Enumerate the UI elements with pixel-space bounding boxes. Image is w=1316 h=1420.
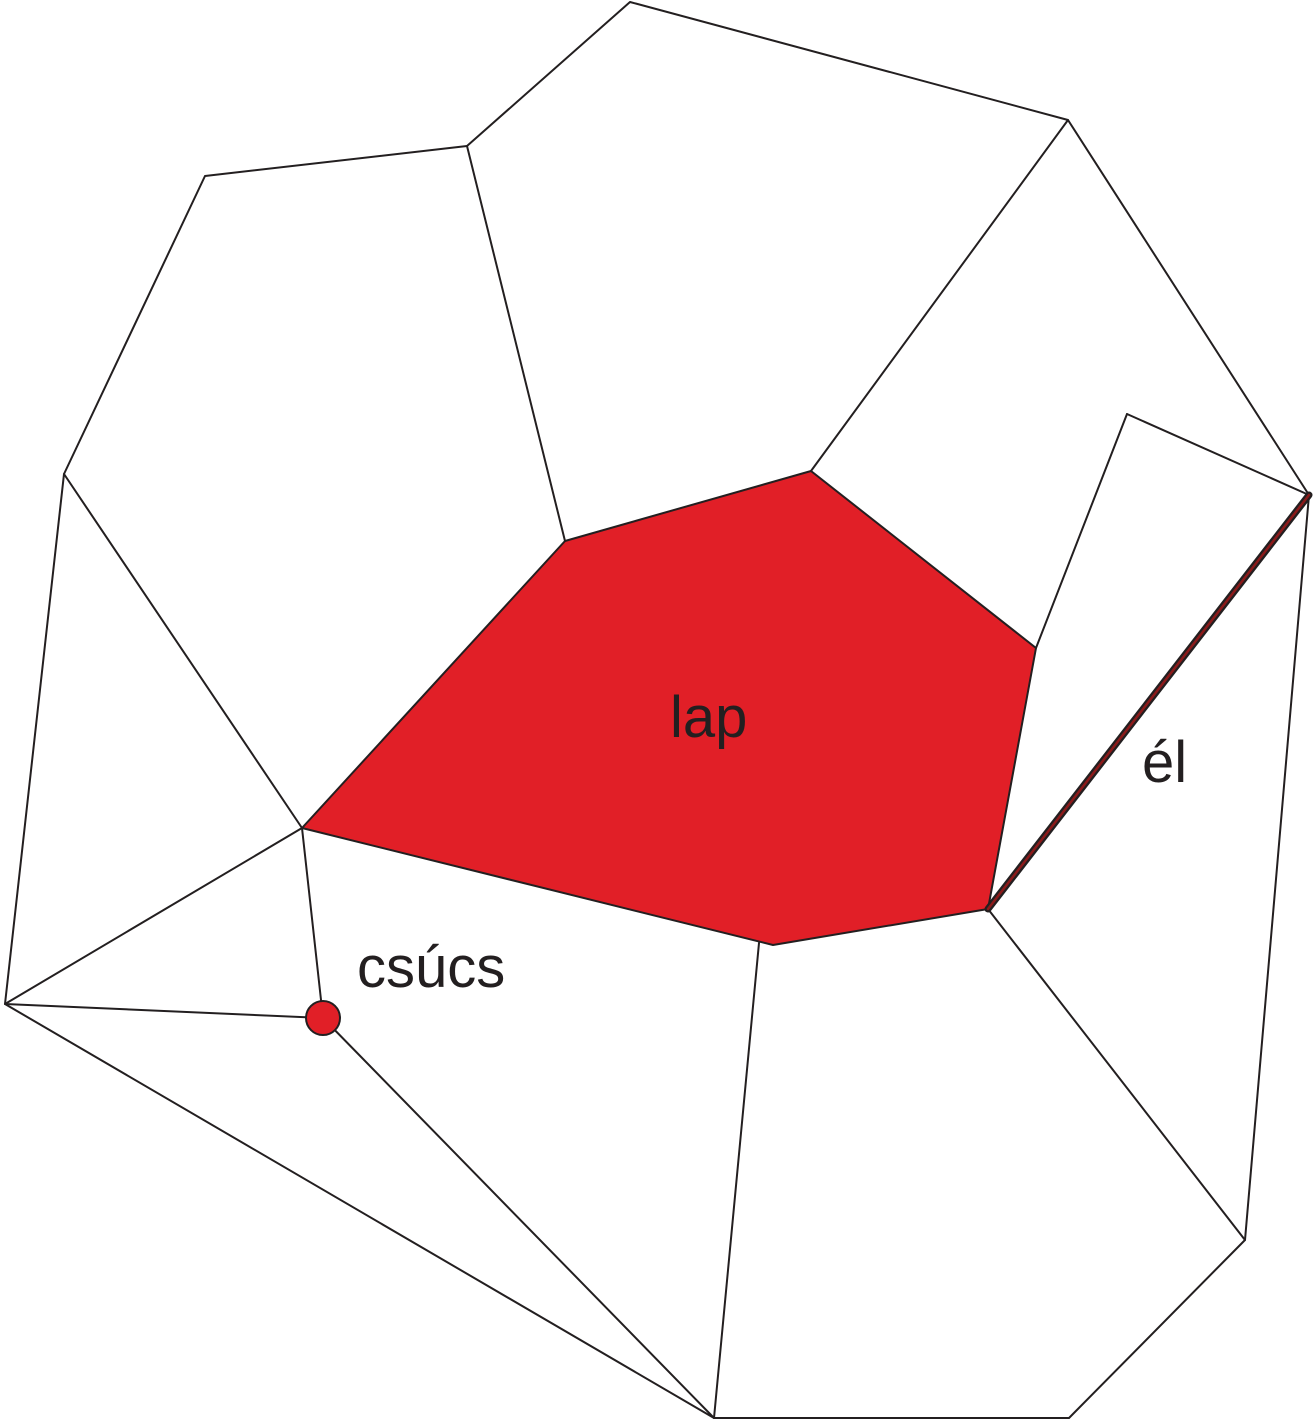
edge-top-right-down [810, 119, 1069, 472]
highlighted-face [301, 470, 1037, 946]
edge-to-vertex-left [4, 1003, 324, 1019]
edge-vertex-bottom [322, 1017, 715, 1419]
edge-left-diagonal [63, 473, 303, 829]
edge-face-corner-right-down [987, 908, 1246, 1241]
edge-notch-top [1126, 413, 1310, 496]
face-label: lap [670, 685, 747, 750]
edge-notch-left [1035, 413, 1128, 649]
highlighted-edge-core [986, 493, 1311, 911]
edge-top-left-down [466, 145, 566, 542]
highlighted-vertex [305, 1000, 341, 1036]
edge-to-vertex-top [301, 827, 324, 1019]
edge-face-bottom-down [713, 942, 760, 1419]
edge-left-bottom [4, 827, 303, 1005]
graph-edges [4, 1, 1310, 1419]
edge-label: él [1142, 730, 1187, 795]
vertex-label: csúcs [357, 935, 505, 1000]
